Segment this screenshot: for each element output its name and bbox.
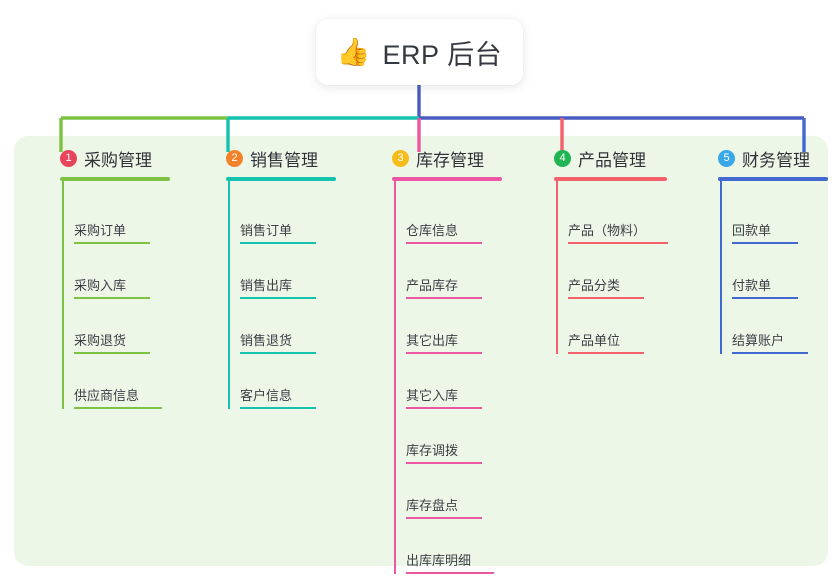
branch-item-underline [240, 242, 316, 244]
branch-item[interactable]: 采购入库 [74, 259, 150, 299]
branch-header-2[interactable]: 2 销售管理 [202, 146, 318, 170]
branch-item-label: 采购订单 [74, 223, 127, 238]
branch-number-badge: 2 [226, 149, 243, 167]
branch-number-badge: 4 [554, 149, 571, 167]
branch-number-badge: 1 [60, 149, 77, 167]
branch-item-underline [74, 297, 150, 299]
branch-item[interactable]: 其它入库 [406, 369, 482, 409]
branch-title: 库存管理 [416, 150, 484, 170]
branch-item-label: 产品库存 [406, 278, 459, 293]
branch-item[interactable]: 采购订单 [74, 204, 150, 244]
branch-item-label: 销售订单 [240, 223, 293, 238]
branch-item-underline [406, 242, 482, 244]
branch-item-label: 产品（物料） [568, 223, 647, 238]
branch-spine [228, 181, 230, 409]
branch-item[interactable]: 产品单位 [568, 314, 644, 354]
branch-item-underline [406, 572, 494, 574]
branch-item-label: 库存盘点 [406, 498, 459, 513]
branch-item-underline [406, 297, 482, 299]
branch-item-underline [74, 242, 150, 244]
branch-item-label: 仓库信息 [406, 223, 459, 238]
branch-underline [226, 177, 336, 181]
branch-item[interactable]: 库存调拨 [406, 424, 482, 464]
branch-column-2: 2 销售管理销售订单销售出库销售退货客户信息 [202, 146, 336, 409]
branch-item-underline [732, 352, 808, 354]
branch-item[interactable]: 仓库信息 [406, 204, 482, 244]
background-panel [14, 136, 828, 566]
branch-item-label: 其它入库 [406, 388, 459, 403]
branch-item[interactable]: 销售退货 [240, 314, 316, 354]
branch-title: 销售管理 [250, 150, 318, 170]
branch-item-label: 付款单 [732, 278, 772, 293]
branch-spine [556, 181, 558, 354]
branch-column-4: 4 产品管理产品（物料） 产品分类产品单位 [530, 146, 668, 354]
branch-item-label: 销售出库 [240, 278, 293, 293]
branch-item-underline [240, 352, 316, 354]
branch-item-label: 产品分类 [568, 278, 621, 293]
branch-item-label: 产品单位 [568, 333, 621, 348]
branch-item-label: 销售退货 [240, 333, 293, 348]
branch-item-underline [406, 352, 482, 354]
branch-item-underline [732, 297, 798, 299]
branch-item-label: 回款单 [732, 223, 772, 238]
branch-item[interactable]: 结算账户 [732, 314, 808, 354]
branch-item[interactable]: 产品（物料） [568, 204, 668, 244]
branch-underline [60, 177, 170, 181]
branch-item-label: 出库库明细 [406, 553, 472, 568]
branch-item-label: 其它出库 [406, 333, 459, 348]
branch-item-underline [74, 352, 150, 354]
branch-spine [394, 181, 396, 574]
branch-item-underline [406, 517, 482, 519]
branch-item[interactable]: 销售出库 [240, 259, 316, 299]
branch-item[interactable]: 其它出库 [406, 314, 482, 354]
branch-underline [554, 177, 667, 181]
branch-item-underline [732, 242, 798, 244]
branch-item[interactable]: 产品分类 [568, 259, 644, 299]
branch-header-4[interactable]: 4 产品管理 [530, 146, 646, 170]
branch-underline [392, 177, 502, 181]
branch-number-badge: 5 [718, 149, 735, 167]
branch-title: 产品管理 [578, 150, 646, 170]
branch-spine [62, 181, 64, 409]
thumbs-up-icon: 👍 [336, 36, 371, 67]
branch-header-5[interactable]: 5 财务管理 [694, 146, 810, 170]
branch-column-1: 1 采购管理采购订单采购入库采购退货供应商信息 [36, 146, 170, 409]
branch-item-label: 采购退货 [74, 333, 127, 348]
branch-item-underline [406, 407, 482, 409]
root-node-title: ERP 后台 [382, 39, 503, 70]
branch-column-5: 5 财务管理回款单付款单结算账户 [694, 146, 828, 354]
branch-underline [718, 177, 828, 181]
branch-item-label: 客户信息 [240, 388, 293, 403]
branch-item-underline [240, 297, 316, 299]
branch-item[interactable]: 产品库存 [406, 259, 482, 299]
branch-item-underline [406, 462, 482, 464]
branch-item[interactable]: 供应商信息 [74, 369, 162, 409]
branch-title: 财务管理 [742, 150, 810, 170]
branch-item-label: 供应商信息 [74, 388, 140, 403]
branch-item[interactable]: 出库库明细 [406, 534, 494, 574]
branch-spine [720, 181, 722, 354]
branch-title: 采购管理 [84, 150, 152, 170]
branch-item-underline [568, 297, 644, 299]
branch-item[interactable]: 采购退货 [74, 314, 150, 354]
branch-item[interactable]: 销售订单 [240, 204, 316, 244]
root-node-erp-backend[interactable]: 👍 ERP 后台 [316, 19, 523, 85]
branch-item-underline [74, 407, 162, 409]
branch-item[interactable]: 付款单 [732, 259, 798, 299]
branch-item-label: 库存调拨 [406, 443, 459, 458]
branch-header-1[interactable]: 1 采购管理 [36, 146, 152, 170]
branch-number-badge: 3 [392, 149, 409, 167]
branch-item-label: 结算账户 [732, 333, 785, 348]
branch-header-3[interactable]: 3 库存管理 [368, 146, 484, 170]
branch-item-label: 采购入库 [74, 278, 127, 293]
branch-item-underline [240, 407, 316, 409]
branch-item[interactable]: 客户信息 [240, 369, 316, 409]
branch-item[interactable]: 库存盘点 [406, 479, 482, 519]
branch-item-underline [568, 242, 668, 244]
branch-item[interactable]: 回款单 [732, 204, 798, 244]
branch-item-underline [568, 352, 644, 354]
branch-column-3: 3 库存管理仓库信息产品库存其它出库其它入库库存调拨库存盘点出库库明细 [368, 146, 502, 574]
